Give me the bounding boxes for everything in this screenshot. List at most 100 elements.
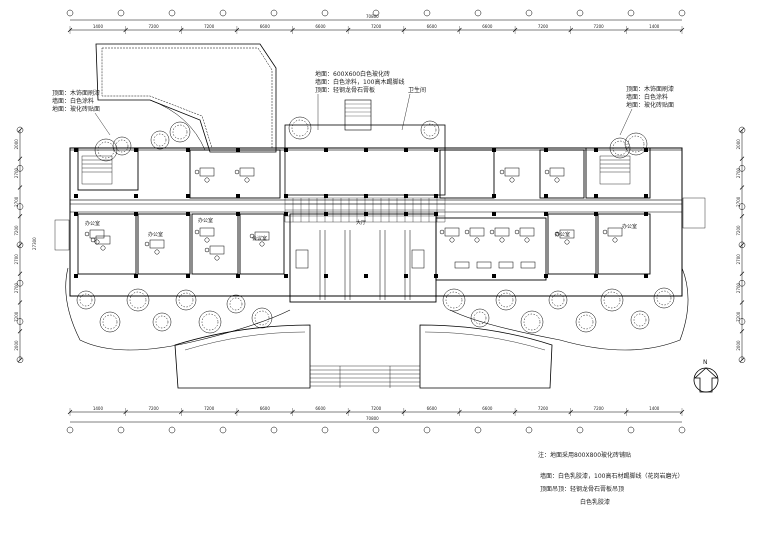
room-label-office-4: 办公室 [555,231,570,238]
room-label-office-1: 办公室 [148,231,163,238]
tree-inner-5 [201,313,219,331]
left-dim-0: 2000 [14,139,19,150]
note-ceiling-right: 顶面：木饰面刷漆 墙面：白色涂料 地面：玻化砖贴面 [619,85,674,136]
room-label-lobby: 大厅 [356,219,366,226]
garden-outline [95,43,277,153]
tree-23 [288,116,312,140]
note-center-top: 地面：600X600白色玻化砖 墙面：白色涂料，100高木踢脚线 顶面：轻钢龙骨… [315,70,426,131]
note-ceiling-left: 顶面：木饰面刷漆 墙面：白色涂料 地面：玻化砖贴面 [52,89,111,136]
svg-text:地面：玻化砖贴面: 地面：玻化砖贴面 [626,101,674,109]
bottom-dim-1: 7200 [148,406,159,411]
footer-line-3: 白色乳胶漆 [580,498,610,506]
left-landscape-outline [65,267,291,351]
left-canopy-inner [184,331,306,351]
svg-text:卫生间: 卫生间 [408,86,426,94]
room-label-office-2: 办公室 [198,217,213,224]
garden-inner-outline [101,47,273,149]
top-dim-10: 1400 [649,24,660,29]
right-dim-3: 7200 [736,225,741,236]
front-steps [310,365,420,388]
tree-inner-0 [79,293,93,307]
building-outline [69,147,683,297]
tree-11 [520,310,544,334]
top-dim-2: 7200 [204,24,215,29]
top-dim-0: 1400 [93,24,104,29]
tree-inner-9 [473,311,487,325]
north-wing [69,149,683,201]
top-dim-8: 7200 [538,24,549,29]
bottom-dim-10: 1400 [649,406,660,411]
svg-text:墙面：白色涂料: 墙面：白色涂料 [52,97,94,105]
right-dim-5: 2700 [736,282,741,293]
tree-inner-21 [153,133,167,147]
tree-0 [76,290,96,310]
svg-text:墙面：白色涂料: 墙面：白色涂料 [626,93,668,101]
left-dim-5: 2700 [14,282,19,293]
left-dim-3: 7200 [14,225,19,236]
bottom-dim-0: 1400 [93,406,104,411]
right-dim-0: 2000 [736,139,741,150]
tree-20 [624,132,648,156]
tree-14 [600,288,624,312]
tree-8 [442,288,466,312]
tree-inner-18 [115,139,129,153]
bottom-dim-9: 7200 [594,406,605,411]
bottom-dim-7: 6600 [482,406,493,411]
top-dim-9: 7200 [594,24,605,29]
tree-12 [548,290,568,310]
room-partitions [77,147,651,303]
tree-inner-20 [627,135,645,153]
tree-3 [152,312,172,332]
left-dim-4: 2700 [14,254,19,265]
top-dim-4: 6600 [315,24,326,29]
tree-inner-6 [229,297,243,311]
office-desks [84,167,623,269]
tree-inner-1 [102,314,118,330]
right-dim-6: 7200 [736,311,741,322]
tree-24 [420,120,440,140]
right-landscape-outline [449,267,689,351]
tree-4 [175,289,197,311]
top-dim-7: 6600 [482,24,493,29]
footer-title: 注：地面采用800X800玻化砖铺贴 [538,451,631,459]
bottom-dim-4: 6600 [315,406,326,411]
tree-inner-19 [612,140,628,156]
right-dim-2: 2700 [736,196,741,207]
left-canopy [174,324,311,389]
svg-text:N: N [703,359,708,366]
tree-inner-23 [291,119,309,137]
bottom-dim-3: 6600 [260,406,271,411]
right-dim-4: 2700 [736,254,741,265]
bottom-dim-6: 6600 [427,406,438,411]
bottom-dim-5: 7200 [371,406,382,411]
tree-15 [630,310,650,330]
tree-inner-7 [254,310,270,326]
tree-inner-22 [172,124,188,140]
north-entrance [344,99,372,131]
room-label-office-6: 办公室 [85,220,100,227]
top-dim-3: 6600 [260,24,271,29]
lobby-lanes [319,230,411,300]
tree-16 [653,287,675,309]
top-dim-5: 7200 [371,24,382,29]
tree-2 [126,288,150,312]
top-dim-1: 7200 [148,24,159,29]
tree-13 [575,311,597,333]
tree-22 [169,121,191,143]
room-label-meeting: 会议室 [252,235,267,242]
dimension-lines: 1400 7200 7200 6600 6600 7200 6600 6600 7200 7200… [14,9,746,434]
tree-1 [99,311,121,333]
tree-inner-10 [498,292,514,308]
bottom-dim-2: 7200 [204,406,215,411]
svg-text:顶面：轻钢龙骨石膏板: 顶面：轻钢龙骨石膏板 [315,86,375,94]
right-dim-7: 2000 [736,340,741,351]
tree-10 [495,289,517,311]
tree-inner-13 [578,314,594,330]
tree-9 [470,308,490,328]
footer-line-2: 顶面吊顶：轻钢龙骨石膏板吊顶 [540,485,624,493]
tree-inner-16 [656,290,672,306]
left-dim-6: 7200 [14,311,19,322]
tree-inner-12 [551,293,565,307]
room-label-office-5: 办公室 [622,223,637,230]
left-dim-1: 2700 [14,167,19,178]
